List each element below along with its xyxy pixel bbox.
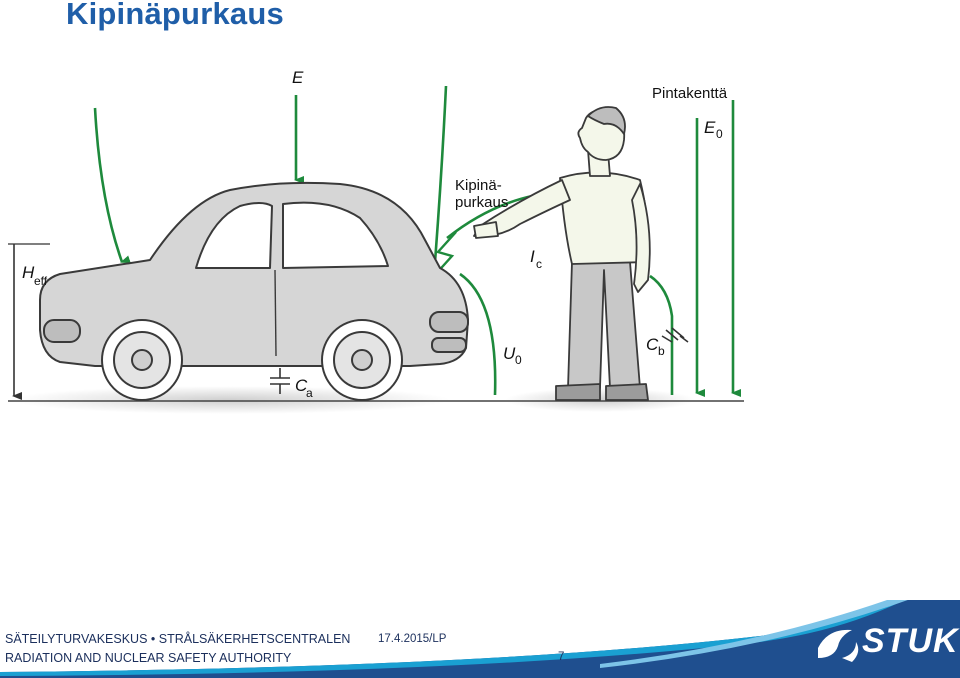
label-cb-sub: b (658, 344, 665, 358)
footer-date: 17.4.2015/LP (378, 633, 447, 645)
electrostatic-discharge-diagram: E Pintakenttä E 0 Kipinä- purkaus H eff … (8, 68, 744, 414)
label-u0-sub: 0 (515, 353, 522, 367)
label-cb: C (646, 335, 659, 354)
footer-page-number: 7 (558, 651, 565, 663)
label-ca: C (295, 376, 308, 395)
footer-swoosh (0, 600, 960, 678)
label-e0: E (704, 118, 716, 137)
spark-icon (433, 231, 457, 277)
label-e0-sub: 0 (716, 127, 723, 141)
stuk-logo-icon (818, 629, 859, 662)
capacitor-ca-icon (270, 368, 290, 394)
slide-title: Kipinäpurkaus (66, 0, 284, 31)
label-heff: H (22, 263, 35, 282)
label-spark-2: purkaus (455, 194, 508, 211)
label-heff-sub: eff (34, 274, 48, 288)
label-u0: U (503, 344, 516, 363)
capacitor-cb-icon (661, 327, 689, 343)
label-spark-1: Kipinä- (455, 177, 502, 194)
label-e: E (292, 68, 304, 87)
person-icon (473, 106, 651, 401)
label-ic: I (530, 247, 535, 266)
label-surface-field: Pintakenttä (652, 85, 728, 102)
label-ic-sub: c (536, 257, 542, 271)
footer-org-line1: SÄTEILYTURVAKESKUS • STRÅLSÄKERHETSCENTR… (5, 632, 351, 646)
car-icon (39, 181, 469, 401)
stuk-logo-text: STUK (862, 622, 959, 660)
footer-org-line2: RADIATION AND NUCLEAR SAFETY AUTHORITY (5, 651, 292, 665)
label-ca-sub: a (306, 386, 313, 400)
